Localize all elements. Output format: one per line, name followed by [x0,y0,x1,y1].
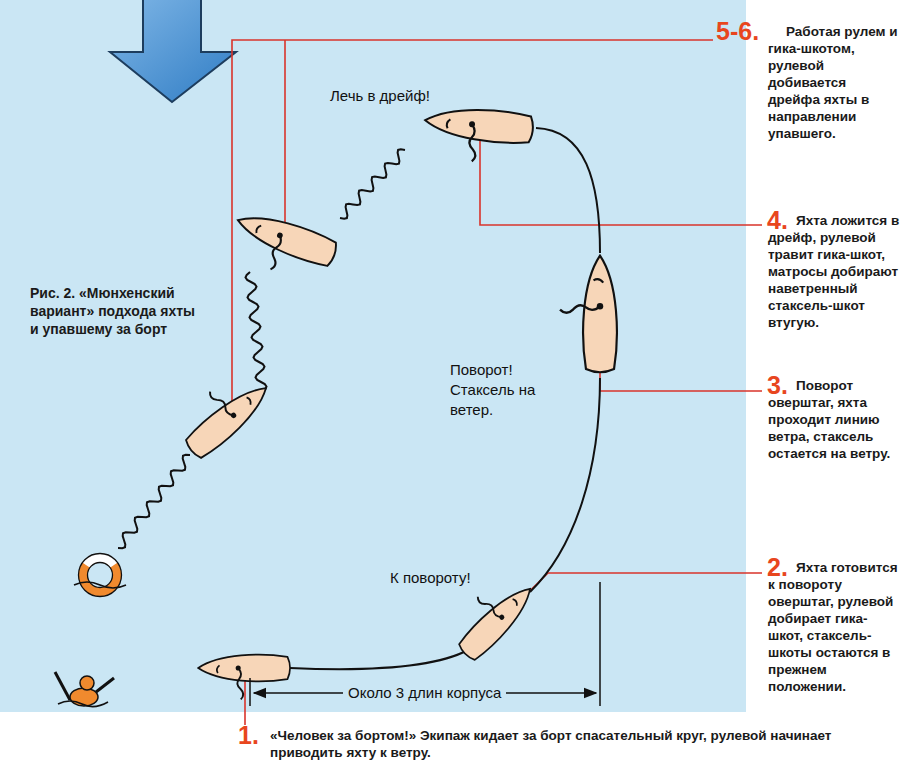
person-overboard [55,672,114,707]
course-line [290,128,600,669]
leader-lines [232,40,762,725]
figure-caption: Рис. 2. «Мюнхенский вариант» подхода яхт… [30,284,202,338]
wake-stroke [118,455,190,548]
dimension-line [250,582,600,706]
maneuver-label: Лечь в дрейф! [330,86,430,106]
wake-stroke [340,149,405,218]
callout-number: 1. [238,722,259,748]
dimension-label: Около 3 длин корпуса [343,684,506,702]
callout-text: «Человек за бортом!» Экипаж кидает за бо… [270,727,898,761]
callout-number: 2. [767,554,788,580]
drift-wake [118,149,405,548]
callout-text: Поворот оверштаг, яхта проходит линию ве… [768,377,900,462]
callout-number: 3. [767,372,788,398]
callout-text: Яхта ложится в дрейф, рулевой травит гик… [768,212,900,331]
callout-number: 4. [767,207,788,233]
wind-arrow [110,0,236,102]
callout-number: 5-6. [716,18,759,44]
yachts [170,105,617,700]
life-ring [74,554,126,597]
wake-stroke [246,272,267,392]
callout-text: Яхта готовится к повороту оверштаг, руле… [768,559,900,695]
maneuver-label: Поворот! Стаксель на ветер. [450,360,546,420]
maneuver-label: К повороту! [390,568,471,588]
sea-area [0,0,746,712]
callout-text: Работая рулем и гика-шкотом, рулевой доб… [768,23,900,142]
